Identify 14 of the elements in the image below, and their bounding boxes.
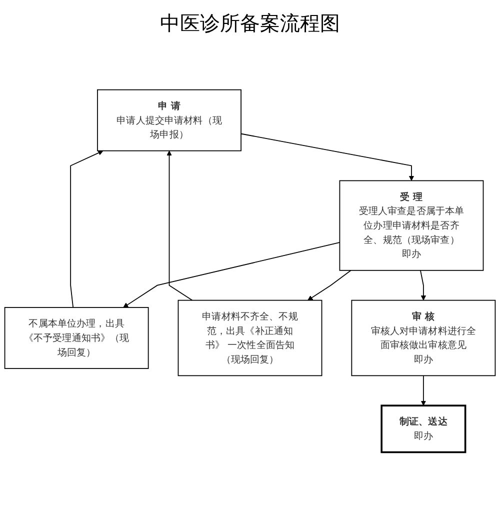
arrow <box>70 150 104 308</box>
node-box: 审 核 审核人对申请材料进行全面审核做出审核意见 即办 <box>351 300 496 376</box>
arrow <box>420 270 426 301</box>
arrow <box>123 242 340 308</box>
arrow <box>420 375 426 406</box>
node-box: 申 请 申请人提交申请材料（现场申报） <box>97 89 242 152</box>
node-box: 申请材料不齐全、不规范，出具《补正通知书》 一次性全面告知（现场回复） <box>178 300 322 376</box>
diagram-title: 中医诊所备案流程图 <box>159 10 341 37</box>
arrow <box>240 133 414 181</box>
node-box: 不属本单位办理，出具《不予受理通知书》（现场回复） <box>4 307 149 369</box>
node-box: 受 理 受理人审查是否属于本单位办理申请材料是否齐全、规范（现场审查） 即办 <box>339 180 484 271</box>
arrow <box>166 150 193 301</box>
arrow <box>308 270 352 301</box>
node-box: 制证、送达 即办 <box>380 404 466 454</box>
